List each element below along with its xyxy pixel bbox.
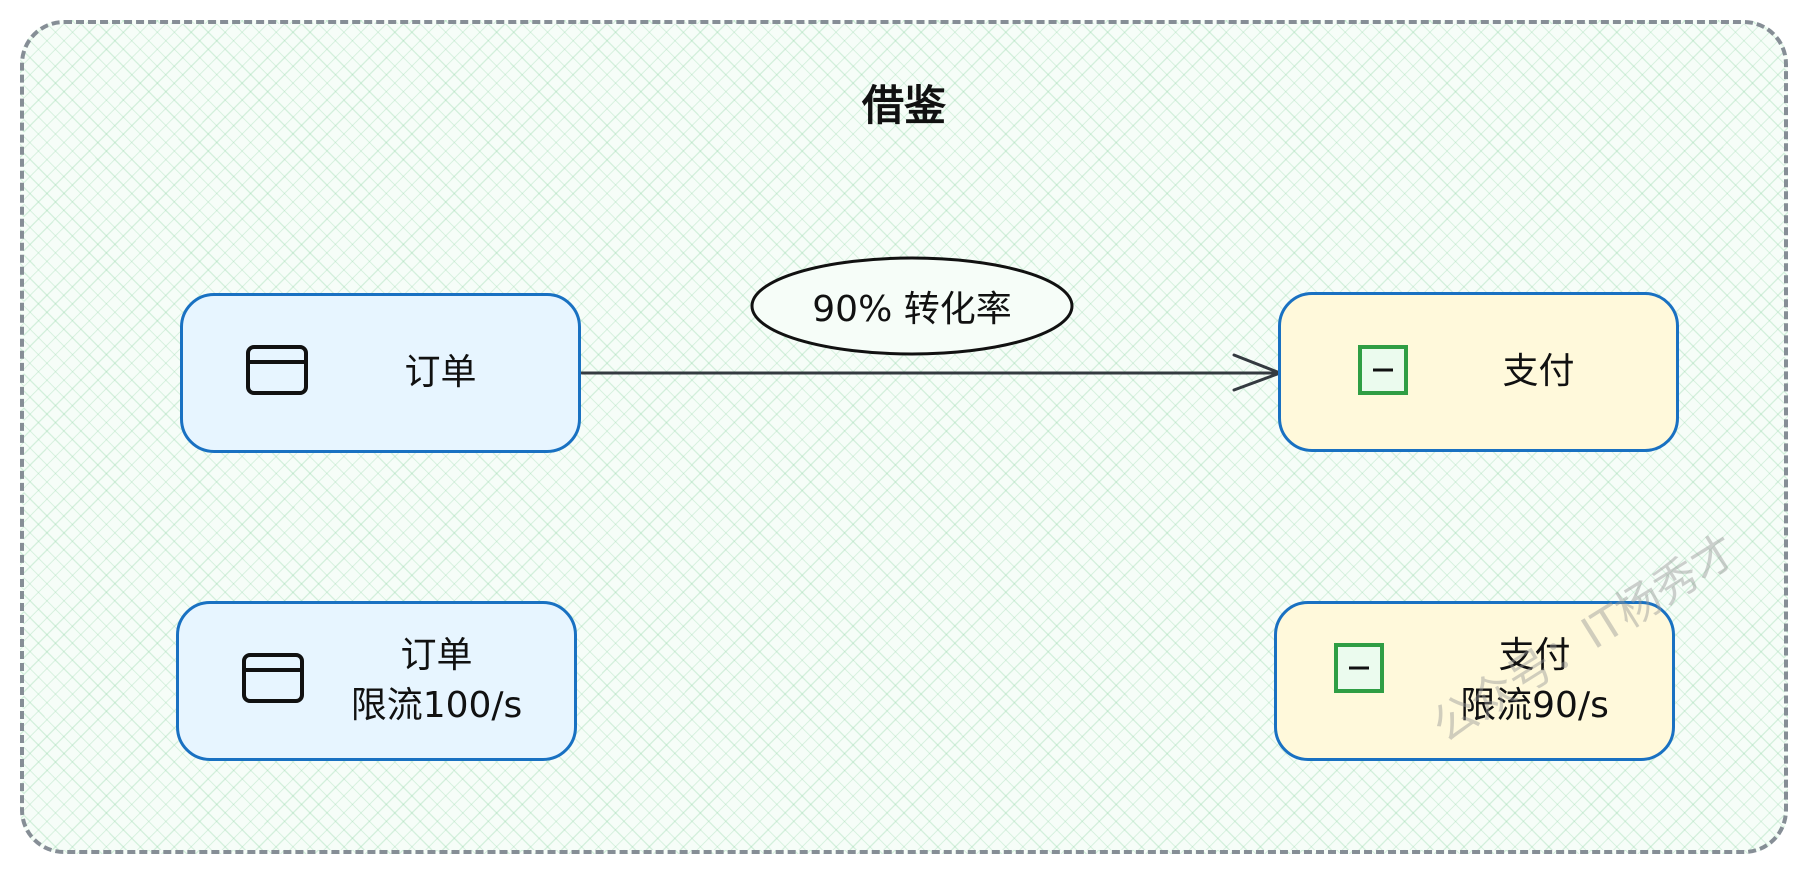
minus-square-icon xyxy=(1333,642,1385,694)
node-label-line: 订单 xyxy=(400,635,473,676)
node-label-line: 支付 xyxy=(1502,351,1575,392)
node-payment[interactable]: 支付 xyxy=(1278,292,1679,452)
node-label: 支付 xyxy=(1421,295,1656,449)
node-order-rate-limited[interactable]: 订单 限流100/s xyxy=(176,601,577,761)
minus-square-icon xyxy=(1357,344,1409,396)
node-label: 订单 xyxy=(323,296,558,450)
node-label: 订单 限流100/s xyxy=(319,604,554,758)
node-label-line: 支付 xyxy=(1498,635,1571,676)
card-icon xyxy=(241,652,305,704)
node-label-line: 限流90/s xyxy=(1460,685,1609,726)
node-payment-rate-limited[interactable]: 支付 限流90/s xyxy=(1274,601,1675,761)
node-label-line: 限流100/s xyxy=(350,685,523,726)
node-label: 支付 限流90/s xyxy=(1417,604,1652,758)
diagram-title: 借鉴 xyxy=(861,81,946,130)
edge-label-ellipse xyxy=(750,256,1074,356)
card-icon xyxy=(245,344,309,396)
node-label-line: 订单 xyxy=(404,352,477,393)
edge-label: 90% 转化率 xyxy=(812,289,1012,330)
node-order[interactable]: 订单 xyxy=(180,293,581,453)
